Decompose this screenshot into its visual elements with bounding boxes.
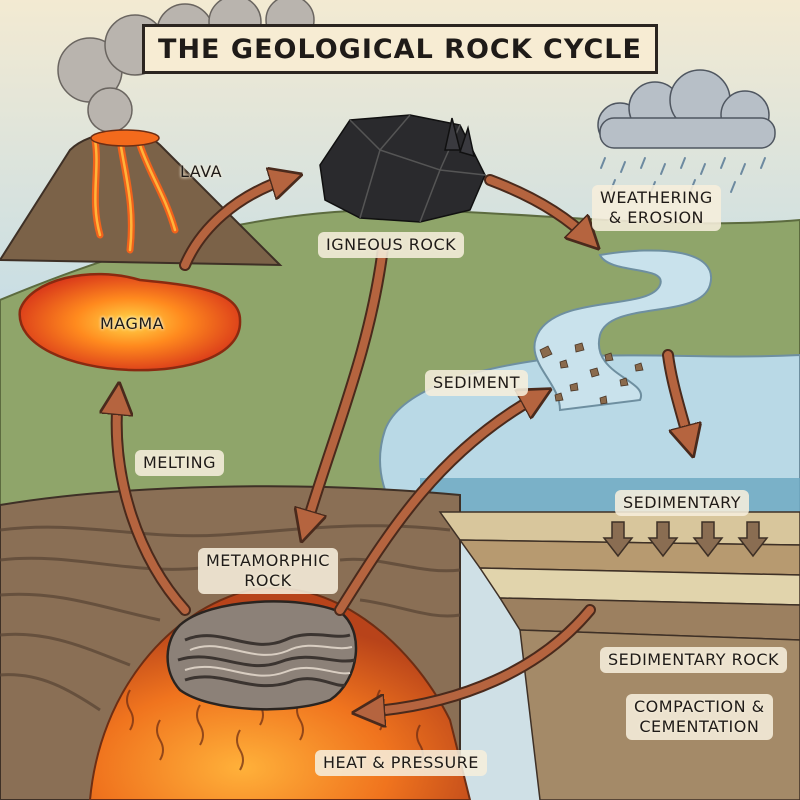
label-melting: MELTING <box>135 450 224 476</box>
label-compaction-line1: COMPACTION & <box>634 697 765 716</box>
cycle-arrows <box>117 178 690 712</box>
arrow-sedimentary-to-metamorphic <box>365 606 594 712</box>
label-sedimentary: SEDIMENTARY <box>615 490 750 516</box>
arrow-metamorphic-to-magma <box>117 395 189 614</box>
label-metamorphic-rock: METAMORPHIC ROCK <box>198 548 338 594</box>
river <box>533 249 713 412</box>
igneous-rock-icon <box>319 114 486 223</box>
arrow-metamorphic-to-sediment <box>336 395 540 614</box>
arrow-lava-to-igneous <box>181 178 290 269</box>
label-sedimentary-rock: SEDIMENTARY ROCK <box>600 647 787 673</box>
label-metamorphic-line1: METAMORPHIC <box>206 551 330 570</box>
diagram-title: THE GEOLOGICAL ROCK CYCLE <box>142 24 658 74</box>
metamorphic-rock-icon <box>166 600 358 711</box>
label-compaction-line2: CEMENTATION <box>639 717 760 736</box>
magma-pool <box>18 272 242 372</box>
label-heat-pressure: HEAT & PRESSURE <box>315 750 487 776</box>
arrow-river-to-sedimentary <box>664 351 690 445</box>
rain-cloud-icon <box>597 69 776 193</box>
label-compaction-cementation: COMPACTION & CEMENTATION <box>626 694 773 740</box>
label-lava: LAVA <box>180 162 223 181</box>
compaction-arrows <box>602 521 769 558</box>
label-igneous-rock: IGNEOUS ROCK <box>318 232 465 258</box>
label-metamorphic-line2: ROCK <box>244 571 292 590</box>
label-weathering-line1: WEATHERING <box>600 188 713 207</box>
crust-strata <box>0 524 461 712</box>
label-weathering-line2: & EROSION <box>608 208 705 227</box>
sediment-particles <box>539 342 644 405</box>
label-sediment: SEDIMENT <box>425 370 528 396</box>
arrow-igneous-to-metamorphic <box>305 244 387 530</box>
label-weathering-erosion: WEATHERING & EROSION <box>592 185 721 231</box>
arrow-igneous-to-weathering <box>486 176 590 240</box>
label-magma: MAGMA <box>100 314 165 333</box>
